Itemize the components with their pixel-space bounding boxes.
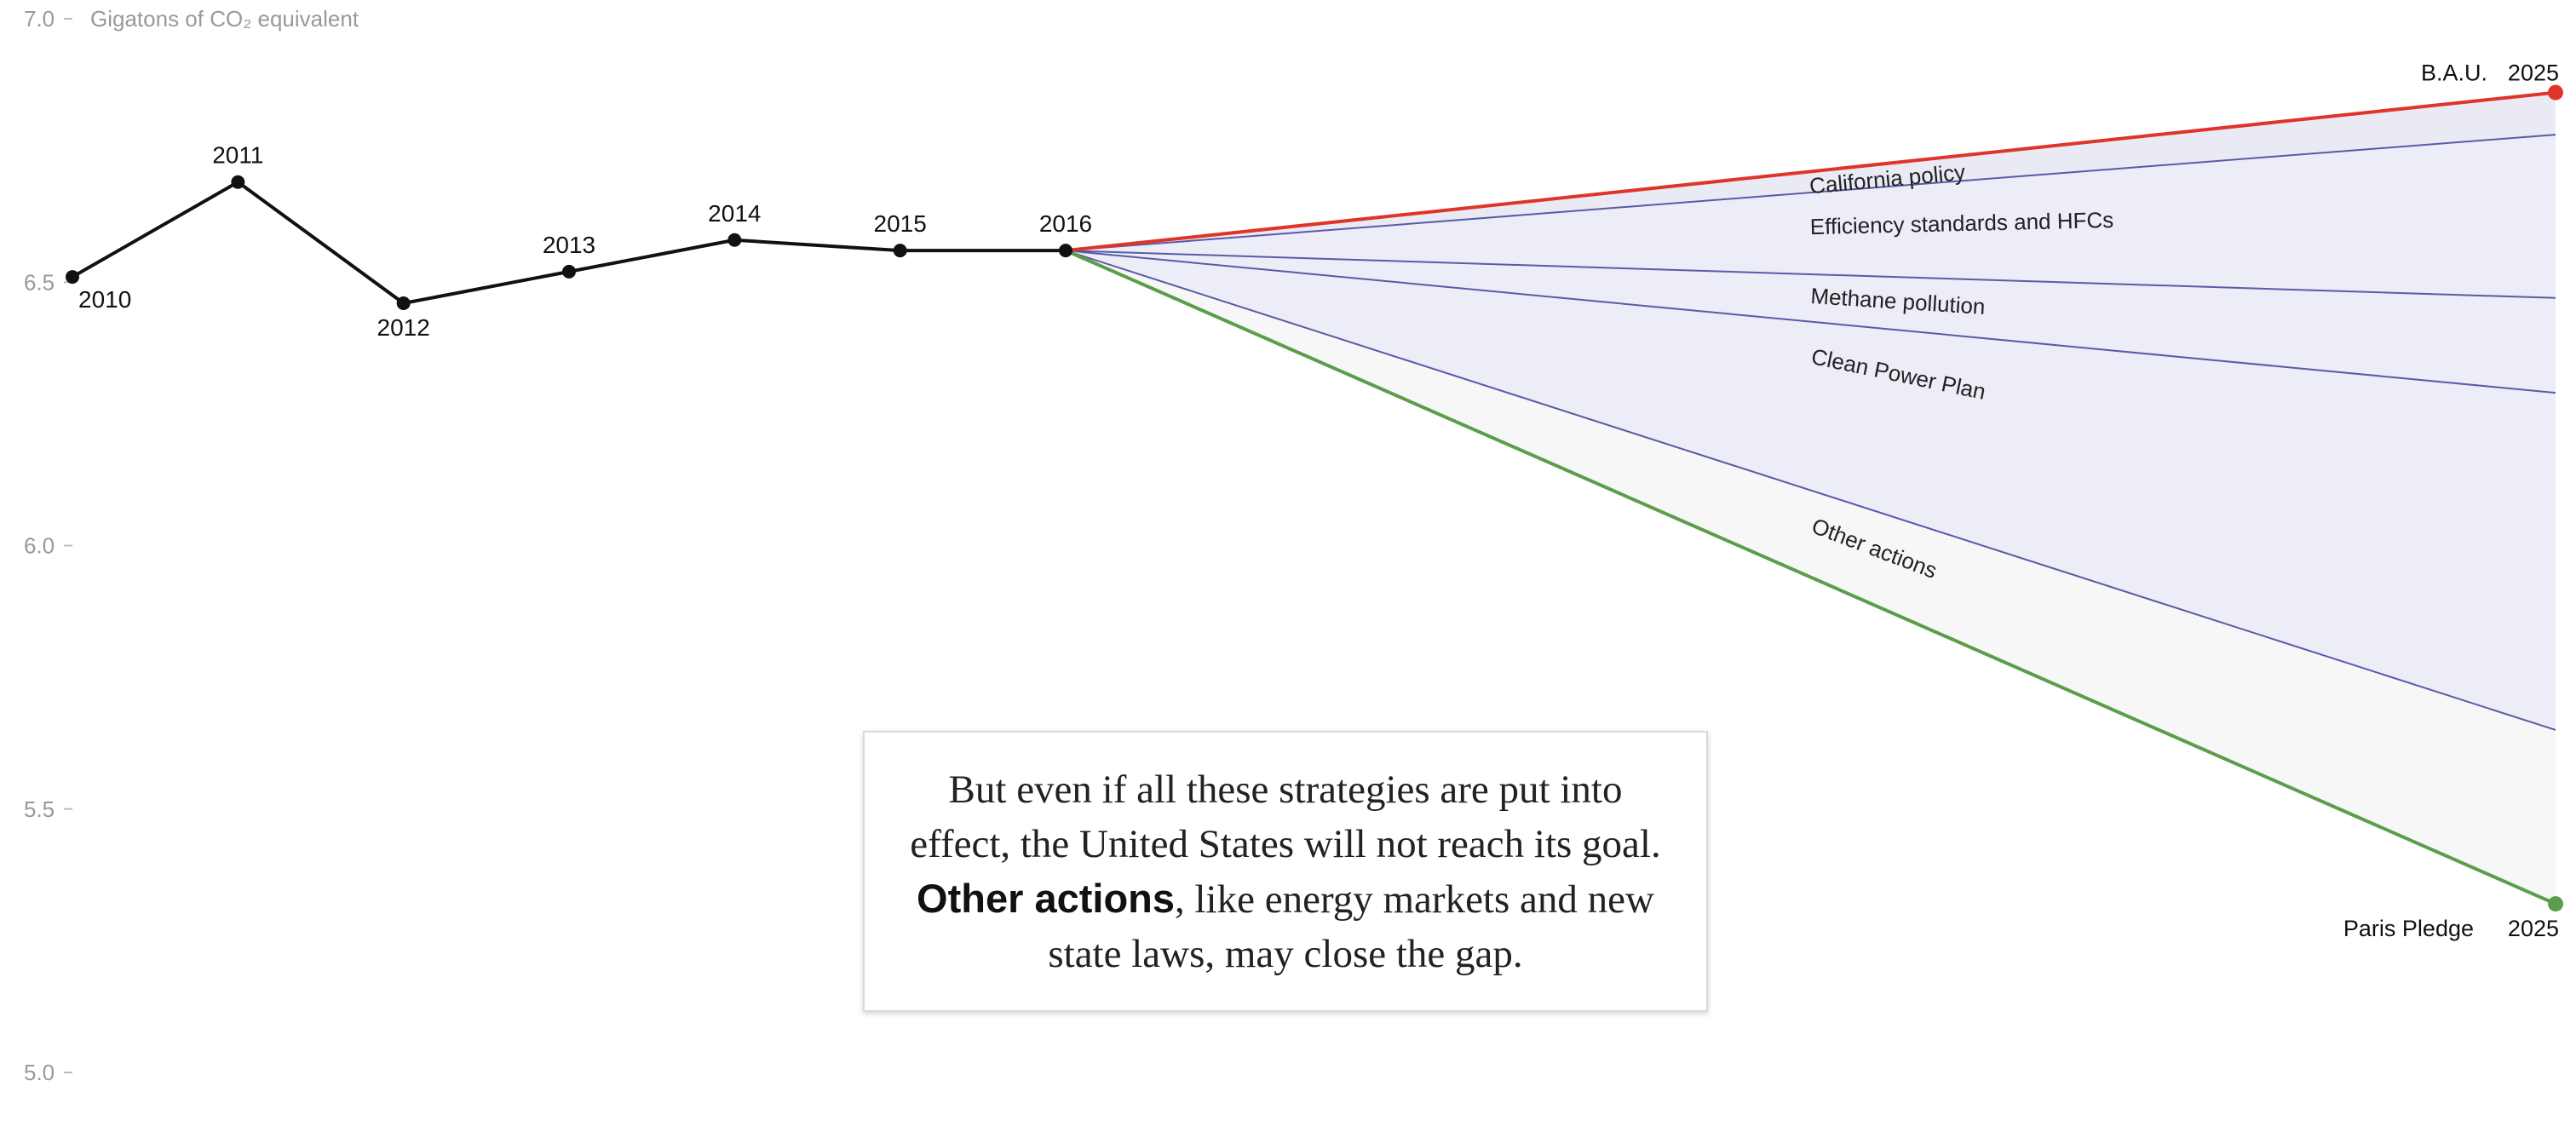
projection-band: [1066, 135, 2556, 298]
y-tick-label: 6.5: [24, 269, 55, 295]
history-point: [727, 233, 742, 247]
y-tick-label: 5.5: [24, 796, 55, 822]
paris-endpoint: [2548, 896, 2563, 912]
caption-text-bold: Other actions: [917, 875, 1175, 921]
paris-label: Paris Pledge: [2343, 916, 2474, 941]
wedge-line: [1065, 250, 2556, 394]
projection-lines: [1065, 84, 2563, 912]
history-year-label: 2012: [377, 314, 430, 341]
wedge-line: [1065, 134, 2556, 252]
bau-label: B.A.U.: [2421, 60, 2487, 86]
y-axis: 7.0 6.5 6.0 5.5 5.0 Gigatons of CO₂ equivalen…: [24, 6, 359, 1085]
caption-box: But even if all these strategies are put…: [863, 731, 1708, 1012]
bau-line: [1065, 90, 2556, 253]
history-year-label: 2015: [874, 210, 927, 237]
history-year-label: 2011: [212, 142, 263, 169]
y-tick-label: 7.0: [24, 6, 55, 32]
paris-year-label: 2025: [2508, 916, 2559, 941]
history-series: [66, 175, 1072, 310]
history-year-label: 2013: [543, 232, 595, 258]
wedge-line: [1065, 250, 2556, 731]
paris-line: [1065, 249, 2556, 905]
history-year-label: 2016: [1039, 210, 1092, 237]
history-point: [562, 264, 576, 279]
caption-text: But even if all these strategies are put…: [907, 762, 1664, 981]
y-tick-label: 5.0: [24, 1060, 55, 1085]
history-year-label: 2010: [78, 286, 131, 313]
y-axis-unit-label: Gigatons of CO₂ equivalent: [90, 6, 359, 32]
history-year-label: 2014: [708, 200, 761, 227]
history-point: [893, 244, 907, 258]
history-point: [231, 175, 245, 189]
bau-year-label: 2025: [2508, 60, 2559, 86]
caption-text-after: , like energy markets and new state laws…: [1048, 877, 1654, 976]
history-point: [396, 296, 411, 310]
wedge-line: [1065, 250, 2556, 299]
history-point: [1059, 244, 1072, 258]
history-point: [66, 270, 79, 285]
y-tick-label: 6.0: [24, 533, 55, 559]
bau-endpoint: [2548, 84, 2563, 101]
caption-text-before: But even if all these strategies are put…: [910, 767, 1661, 866]
